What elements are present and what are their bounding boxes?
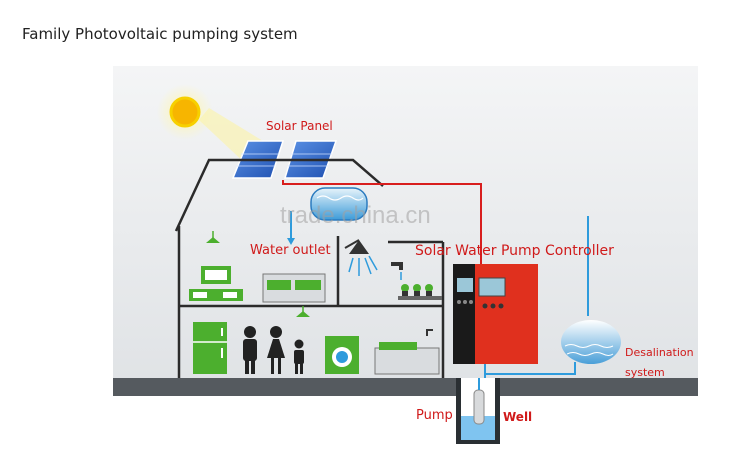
sun-icon: [169, 96, 201, 128]
controller-label: Solar Water Pump Controller: [415, 243, 614, 259]
page-title: Family Photovoltaic pumping system: [22, 25, 298, 43]
desalination-tank: [561, 320, 621, 364]
tv-cabinet: [189, 266, 243, 301]
house-roof: [174, 158, 384, 232]
solar-panel-label: Solar Panel: [266, 119, 333, 133]
potted-plants: [398, 284, 442, 300]
solar-water-pump-controller: [453, 264, 538, 364]
refrigerator-icon: [193, 322, 227, 374]
kitchen-counter-upper: [262, 273, 326, 303]
diagram-canvas: [113, 66, 698, 396]
water-outlet-arrow: [287, 238, 295, 245]
family-icon: [243, 326, 304, 374]
faucet-icon: [391, 262, 403, 280]
house: [174, 158, 445, 378]
kitchen-sink-icon: [374, 329, 440, 375]
power-cable: [282, 180, 482, 264]
well-label: Well: [503, 410, 533, 424]
desalination-pipe: [485, 362, 576, 375]
desalination-label-line1: Desalination: [625, 346, 694, 359]
ground: [113, 378, 698, 396]
watermark: trade.china.cn: [280, 202, 431, 229]
washing-machine-icon: [325, 336, 359, 374]
shower-icon: [344, 239, 378, 276]
desalination-label-line2: system: [625, 366, 665, 379]
well-shaft: [456, 378, 500, 444]
pump-icon: [473, 389, 485, 425]
water-outlet-label: Water outlet: [250, 243, 331, 258]
ceiling-lamp-lower: [296, 306, 310, 317]
ceiling-lamp-upper: [206, 231, 220, 243]
pump-label: Pump: [416, 408, 453, 423]
